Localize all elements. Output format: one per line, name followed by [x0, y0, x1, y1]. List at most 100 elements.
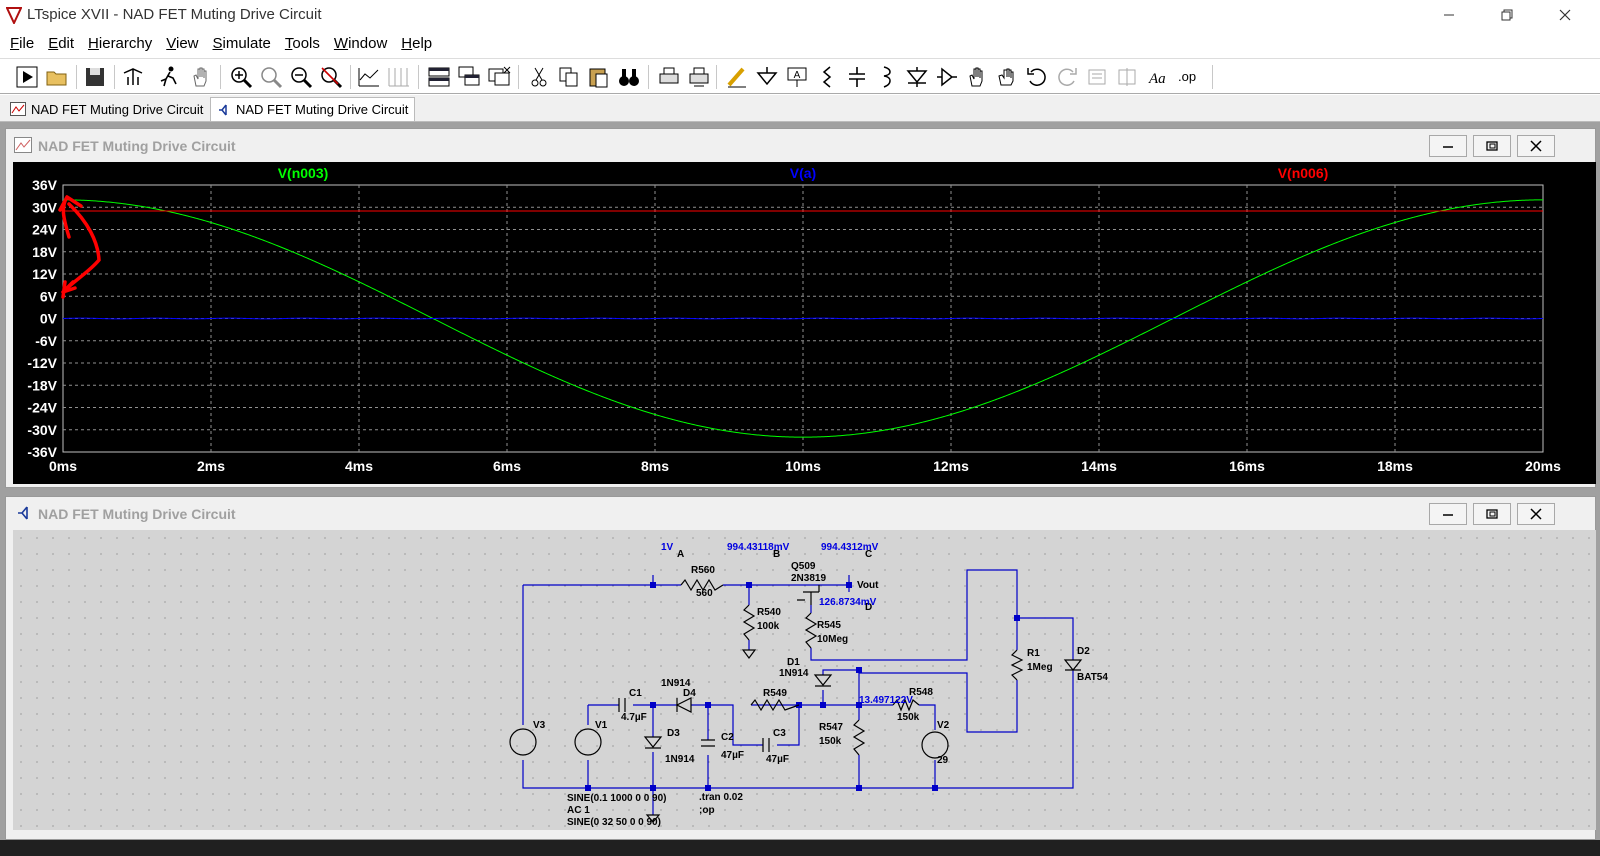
- waveform-window-icon: [14, 137, 32, 153]
- d2-name: D2: [1077, 646, 1090, 657]
- legend-V(n003): V(n003): [278, 165, 329, 181]
- c3-value: 47µF: [766, 754, 789, 765]
- vout-label: Vout: [857, 580, 879, 591]
- plot-maximize-button[interactable]: [1473, 135, 1511, 157]
- y-tick-label: -6V: [35, 333, 57, 349]
- r540-value: 100k: [757, 621, 780, 632]
- menu-edit[interactable]: Edit: [48, 34, 75, 52]
- zoom-fit-icon[interactable]: [258, 64, 284, 90]
- text-icon[interactable]: Aa: [1146, 64, 1172, 90]
- minimize-button[interactable]: [1426, 0, 1472, 30]
- ground-symbol-2: [645, 814, 661, 823]
- resistor-icon[interactable]: [814, 64, 840, 90]
- schematic-window-title: NAD FET Muting Drive Circuit: [38, 506, 236, 522]
- menu-hierarchy[interactable]: Hierarchy: [88, 34, 153, 52]
- schematic-close-button[interactable]: [1517, 503, 1555, 525]
- d2-symbol: [1063, 659, 1083, 671]
- copy-icon[interactable]: [556, 64, 582, 90]
- r540-symbol: [742, 604, 756, 641]
- tab-waveform[interactable]: NAD FET Muting Drive Circuit: [4, 97, 209, 121]
- waveform-icon: [10, 102, 26, 116]
- d2-value: BAT54: [1077, 672, 1108, 683]
- waveform-window-titlebar[interactable]: NAD FET Muting Drive Circuit: [6, 129, 1595, 161]
- spice-directive-icon[interactable]: .op: [1176, 64, 1202, 90]
- close-icon: [1530, 140, 1542, 152]
- y-tick-label: 6V: [40, 288, 58, 304]
- inductor-icon[interactable]: [874, 64, 900, 90]
- menu-help[interactable]: Help: [401, 34, 433, 52]
- r560-symbol: [680, 578, 724, 592]
- redo-icon[interactable]: [1054, 64, 1080, 90]
- cascade-icon[interactable]: [456, 64, 482, 90]
- drag-hand-icon[interactable]: [994, 64, 1020, 90]
- autorange-icon[interactable]: [356, 64, 382, 90]
- menu-simulate[interactable]: Simulate: [212, 34, 271, 52]
- svg-text:.op: .op: [1178, 69, 1196, 84]
- label-net-icon[interactable]: A: [784, 64, 810, 90]
- c2-value: 47µF: [721, 750, 744, 761]
- schematic-canvas[interactable]: R560 560 R540 100k R545 10Meg Q509 2N381…: [13, 530, 1596, 830]
- capacitor-icon[interactable]: [844, 64, 870, 90]
- v1-value: SINE(0.1 1000 0 0 90): [567, 793, 667, 804]
- control-panel-icon[interactable]: [120, 64, 146, 90]
- restore-button[interactable]: [1484, 0, 1530, 30]
- tile-horizontal-icon[interactable]: [426, 64, 452, 90]
- menu-tools[interactable]: Tools: [284, 34, 320, 52]
- component-icon[interactable]: [934, 64, 960, 90]
- schematic-window-titlebar[interactable]: NAD FET Muting Drive Circuit: [6, 497, 1595, 529]
- diode-icon[interactable]: [904, 64, 930, 90]
- schematic-window-icon: [18, 506, 28, 520]
- plot-close-button[interactable]: [1517, 135, 1555, 157]
- r1-symbol: [1010, 649, 1024, 681]
- x-tick-label: 18ms: [1377, 458, 1413, 474]
- close-all-icon[interactable]: [486, 64, 512, 90]
- title-bar: LTspice XVII - NAD FET Muting Drive Circ…: [0, 0, 1600, 30]
- mirror-icon[interactable]: [1114, 64, 1140, 90]
- waveform-chart[interactable]: 36V30V24V18V12V6V0V-6V-12V-18V-24V-30V-3…: [13, 162, 1596, 484]
- close-icon: [1530, 508, 1542, 520]
- menu-window[interactable]: Window: [333, 34, 388, 52]
- run-icon[interactable]: [14, 64, 40, 90]
- grid-icon[interactable]: [386, 64, 412, 90]
- schematic-window: NAD FET Muting Drive Circuit: [5, 496, 1596, 840]
- plot-minimize-button[interactable]: [1429, 135, 1467, 157]
- svg-text:A: A: [794, 70, 801, 81]
- undo-icon[interactable]: [1024, 64, 1050, 90]
- tab-schematic[interactable]: NAD FET Muting Drive Circuit: [210, 97, 416, 121]
- pan-hand-icon[interactable]: [188, 64, 214, 90]
- print-setup-icon[interactable]: [686, 64, 712, 90]
- run-man-icon[interactable]: [156, 64, 182, 90]
- print-icon[interactable]: [656, 64, 682, 90]
- r548-name: R548: [909, 687, 933, 698]
- menu-view[interactable]: View: [166, 34, 199, 52]
- find-binoculars-icon[interactable]: [616, 64, 642, 90]
- schematic-drawing[interactable]: R560 560 R540 100k R545 10Meg Q509 2N381…: [13, 530, 1596, 830]
- schematic-minimize-button[interactable]: [1429, 503, 1467, 525]
- close-button[interactable]: [1542, 0, 1588, 30]
- move-hand-icon[interactable]: [964, 64, 990, 90]
- menu-file[interactable]: File: [10, 34, 35, 52]
- paste-icon[interactable]: [586, 64, 612, 90]
- v3-symbol: [509, 728, 537, 756]
- r1-value: 1Meg: [1027, 662, 1053, 673]
- tab-waveform-label: NAD FET Muting Drive Circuit: [31, 101, 204, 117]
- save-icon[interactable]: [82, 64, 108, 90]
- zoom-out-icon[interactable]: [288, 64, 314, 90]
- c1-name: C1: [629, 688, 642, 699]
- y-tick-label: -36V: [27, 444, 57, 460]
- draw-wire-icon[interactable]: [724, 64, 750, 90]
- zoom-cancel-icon[interactable]: [318, 64, 344, 90]
- schematic-maximize-button[interactable]: [1473, 503, 1511, 525]
- ground-icon[interactable]: [754, 64, 780, 90]
- zoom-in-icon[interactable]: [228, 64, 254, 90]
- junction-dots: [585, 582, 1020, 791]
- open-folder-icon[interactable]: [44, 64, 70, 90]
- minimize-icon: [1444, 14, 1454, 16]
- c3-name: C3: [773, 728, 786, 739]
- rotate-icon[interactable]: [1084, 64, 1110, 90]
- r545-value: 10Meg: [817, 634, 848, 645]
- d3-symbol: [643, 736, 663, 749]
- cut-icon[interactable]: [526, 64, 552, 90]
- restore-icon: [1501, 9, 1513, 21]
